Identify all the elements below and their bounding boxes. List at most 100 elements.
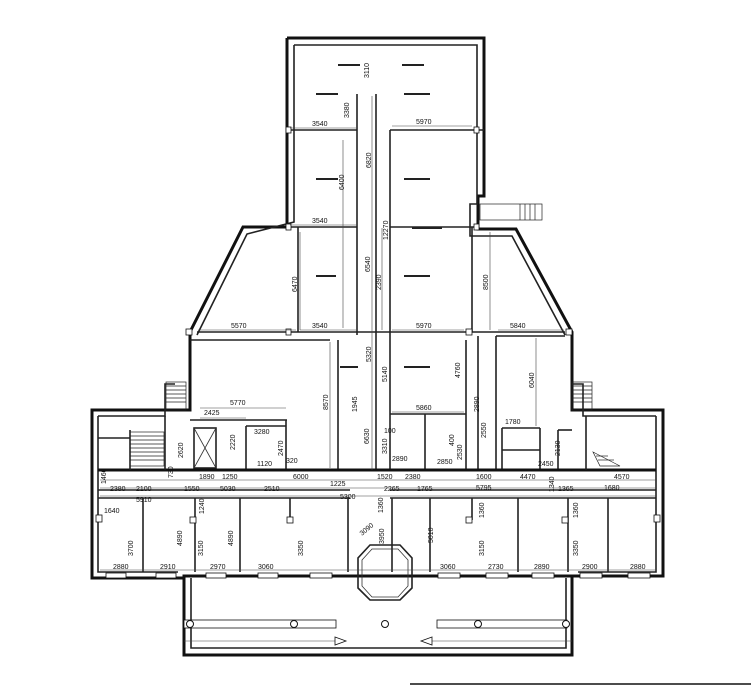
windows	[95, 64, 661, 628]
dim-1890: 1890	[199, 474, 215, 481]
dim-2730: 2730	[488, 564, 504, 571]
dim-2970: 2970	[210, 564, 226, 571]
dim-5860: 5860	[416, 405, 432, 412]
dim-3350: 3350	[298, 540, 305, 556]
dim-1680: 1680	[604, 485, 620, 492]
dim-2390: 2390	[376, 274, 383, 290]
dim-6630: 6630	[364, 428, 371, 444]
interior-walls	[98, 94, 656, 629]
dim-3060: 3060	[440, 564, 456, 571]
dim-5970: 5970	[416, 119, 432, 126]
dim-1360: 1360	[378, 497, 385, 513]
dim-2620: 2620	[178, 442, 185, 458]
dim-4470: 4470	[520, 474, 536, 481]
dim-1520: 1520	[377, 474, 393, 481]
dim-12270: 12270	[383, 220, 390, 240]
dim-2890-vertical: 2890	[474, 396, 481, 412]
dim-100: 100	[384, 428, 396, 435]
dim-2450: 2450	[538, 461, 554, 468]
dim-6000: 6000	[293, 474, 309, 481]
dim-4890: 4890	[228, 530, 235, 546]
dim-5770: 5770	[230, 400, 246, 407]
dim-5570: 5570	[231, 323, 247, 330]
dim-2265: 2265	[384, 486, 400, 493]
dim-2530: 2530	[457, 444, 464, 460]
dim-5300: 5300	[340, 494, 356, 501]
dim-1120: 1120	[257, 461, 272, 468]
dim-1360: 1360	[479, 502, 486, 518]
dim-3150: 3150	[479, 540, 486, 556]
dim-2220: 2220	[230, 434, 237, 450]
dim-2510: 2510	[264, 486, 280, 493]
dim-2380: 2380	[110, 486, 126, 493]
dim-4760: 4760	[455, 362, 462, 378]
dim-2850: 2850	[437, 459, 453, 466]
dim-1460: 1460	[101, 468, 108, 484]
dim-6820: 6820	[366, 152, 373, 168]
dim-3540: 3540	[312, 323, 328, 330]
dim-5795: 5795	[476, 485, 492, 492]
dim-5140: 5140	[382, 366, 389, 382]
dim-1360: 1360	[573, 502, 580, 518]
dim-5030: 5030	[220, 486, 236, 493]
dim-1225: 1225	[330, 481, 346, 488]
dim-5840: 5840	[510, 323, 526, 330]
dim-2890: 2890	[392, 456, 408, 463]
dim-3280: 3280	[254, 429, 270, 436]
dim-3350: 3350	[573, 540, 580, 556]
dim-5970: 5970	[416, 323, 432, 330]
dim-400: 400	[449, 434, 456, 446]
dim-1240: 1240	[199, 498, 206, 514]
dim-2880: 2880	[113, 564, 129, 571]
outer-walls	[90, 36, 665, 657]
dim-2130: 2130	[555, 440, 562, 456]
dim-2470: 2470	[278, 440, 285, 456]
dim-8570: 8570	[323, 394, 330, 410]
arrow-right-icon	[334, 636, 348, 646]
dim-4570: 4570	[614, 474, 630, 481]
dim-6040: 6040	[529, 372, 536, 388]
dim-5320: 5320	[366, 346, 373, 362]
dim-2425: 2425	[204, 410, 220, 417]
entrance-arrows	[184, 636, 572, 646]
dim-3950: 3950	[379, 528, 386, 544]
dim-2910: 2910	[160, 564, 176, 571]
dim-3090: 3090	[359, 522, 376, 537]
dim-3110: 3110	[364, 63, 371, 78]
dim-1365: 1365	[558, 486, 574, 493]
dim-1780: 1780	[505, 419, 521, 426]
dim-5010: 5010	[428, 527, 435, 543]
dim-1600: 1600	[476, 474, 492, 481]
dim-6400: 6400	[339, 174, 346, 190]
dim-3150: 3150	[198, 540, 205, 556]
dim-8500: 8500	[483, 274, 490, 290]
dim-6540: 6540	[365, 256, 372, 272]
dim-320: 320	[286, 458, 298, 465]
dim-730: 730	[168, 466, 175, 478]
dim-3700: 3700	[128, 540, 135, 556]
dim-3540: 3540	[312, 218, 328, 225]
dim-1640: 1640	[104, 508, 120, 515]
dim-3310: 3310	[382, 438, 389, 454]
dim-3540: 3540	[312, 121, 328, 128]
dim-1250: 1250	[222, 474, 238, 481]
dim-1340: 1340	[549, 476, 556, 492]
dim-6470: 6470	[292, 276, 299, 292]
dim-2900: 2900	[582, 564, 598, 571]
dim-3060: 3060	[258, 564, 274, 571]
dim-3380: 3380	[344, 102, 351, 118]
dim-2550: 2550	[481, 422, 488, 438]
dim-1765: 1765	[417, 486, 433, 493]
dim-2100: 2100	[136, 486, 152, 493]
dimension-labels: 3110 3380 3540 5970 6820 6400 3540 12270…	[101, 63, 646, 571]
arrow-left-icon	[419, 636, 433, 646]
dim-2380: 2380	[405, 474, 421, 481]
dim-5910: 5910	[136, 497, 152, 504]
dim-4890: 4890	[177, 530, 184, 546]
dim-2880: 2880	[630, 564, 646, 571]
dim-2890: 2890	[534, 564, 550, 571]
dim-1945: 1945	[352, 396, 359, 412]
dim-1550: 1550	[184, 486, 200, 493]
dimension-lines	[100, 96, 656, 571]
